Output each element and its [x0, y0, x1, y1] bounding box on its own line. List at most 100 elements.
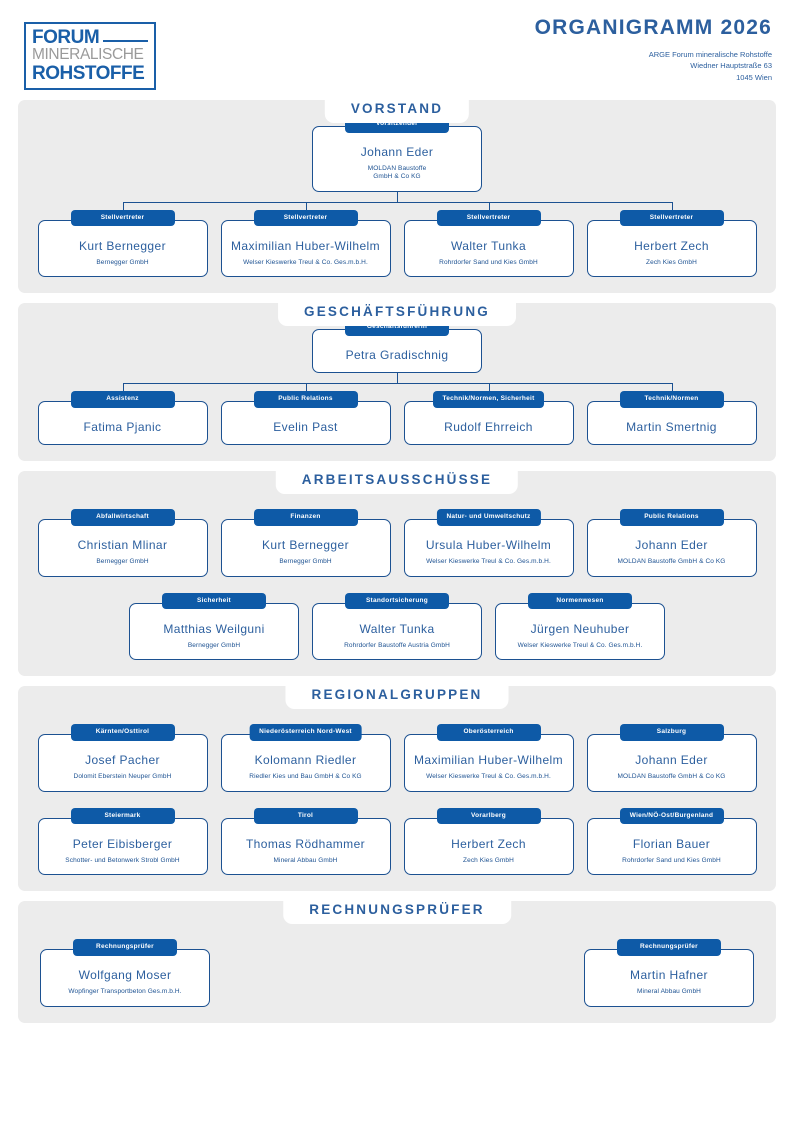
card-role-badge: Standortsicherung	[345, 592, 449, 610]
card-person-name: Matthias Weilguni	[163, 621, 265, 636]
card-person-name: Herbert Zech	[451, 836, 526, 851]
card-person-name: Florian Bauer	[632, 836, 711, 851]
card-role-badge: Stellvertreter	[436, 209, 541, 227]
forum-logo: FORUM MINERALISCHE ROHSTOFFE	[24, 22, 156, 91]
section-title: VORSTAND	[324, 99, 470, 123]
card-role-badge: Wien/NÖ-Ost/Burgenland	[619, 807, 724, 825]
card-company: Wopfinger Transportbeton Ges.m.b.H.	[68, 988, 182, 996]
card-person-name: Kurt Bernegger	[262, 538, 349, 553]
logo-word-rohstoffe: ROHSTOFFE	[32, 62, 145, 84]
card-person-name: Josef Pacher	[85, 753, 160, 768]
card-role-badge: Niederösterreich Nord-West	[249, 724, 362, 741]
logo-line-forum: FORUM	[32, 28, 148, 47]
card-company: Schotter- und Betonwerk Strobl GmbH	[65, 856, 180, 864]
card-role-badge: Oberösterreich	[436, 724, 541, 741]
card-person-name: Ursula Huber-Wilhelm	[425, 538, 552, 553]
address-line-2: Wiedner Hauptstraße 63	[690, 61, 772, 71]
card-person-name: Kolomann Riedler	[254, 753, 357, 768]
card-company: Dolomit Eberstein Neuper GmbH	[73, 773, 172, 781]
card-company: Welser Kieswerke Treul & Co. Ges.m.b.H.	[243, 258, 368, 266]
card-person-name: Petra Gradischnig	[345, 348, 449, 363]
address-line-1: ARGE Forum mineralische Rohstoffe	[648, 50, 772, 59]
card-person-name: Herbert Zech	[634, 238, 709, 253]
card-person-name: Christian Mlinar	[77, 538, 168, 553]
card-role-badge: Rechnungsprüfer	[617, 939, 721, 956]
logo-word-mineralische: MINERALISCHE	[32, 46, 144, 64]
logo-rule	[103, 39, 148, 42]
section-title: GESCHÄFTSFÜHRUNG	[278, 302, 516, 327]
card-role-badge: Assistenz	[70, 391, 175, 408]
card-role-badge: Rechnungsprüfer	[73, 939, 177, 956]
card-role-badge: Sicherheit	[162, 592, 266, 610]
title-block: ORGANIGRAMM 2026 ARGE Forum mineralische…	[535, 16, 772, 83]
card-role-badge: Technik/Normen	[619, 391, 724, 408]
card-company: Rohrdorfer Sand und Kies GmbH	[622, 856, 721, 864]
section-title: REGIONALGRUPPEN	[285, 685, 509, 710]
card-person-name: Maximilian Huber-Wilhelm	[231, 238, 380, 253]
card-role-badge: Finanzen	[253, 509, 358, 526]
logo-word-forum: FORUM	[32, 27, 100, 48]
card-role-badge: Salzburg	[619, 724, 724, 741]
card-person-name: Wolfgang Moser	[78, 968, 172, 983]
card-role-badge: Stellvertreter	[70, 209, 175, 227]
card-company: Welser Kieswerke Treul & Co. Ges.m.b.H.	[517, 641, 643, 649]
connector-stem	[397, 373, 398, 384]
card-person-name: Martin Smertnig	[626, 420, 717, 435]
card-person-name: Kurt Bernegger	[79, 238, 166, 253]
card-company: MOLDAN Baustoffe GmbH & Co KG	[617, 558, 726, 566]
card-person-name: Martin Hafner	[630, 968, 708, 983]
card-role-badge: Vorarlberg	[436, 807, 541, 825]
address-line-3: 1045 Wien	[736, 72, 772, 82]
page-title: ORGANIGRAMM 2026	[534, 16, 772, 39]
card-person-name: Johann Eder	[360, 145, 434, 159]
card-company: Riedler Kies und Bau GmbH & Co KG	[249, 773, 362, 781]
card-company: Mineral Abbau GmbH	[273, 856, 338, 864]
card-role-badge: Steiermark	[70, 807, 175, 825]
card-company: Mineral Abbau GmbH	[637, 988, 701, 996]
card-role-badge: Technik/Normen, Sicherheit	[432, 391, 545, 408]
card-company: Rohrdorfer Sand und Kies GmbH	[439, 258, 538, 266]
card-person-name: Johann Eder	[635, 538, 708, 553]
page-header: FORUM MINERALISCHE ROHSTOFFE ORGANIGRAMM…	[0, 0, 794, 100]
card-company: Bernegger GmbH	[96, 258, 149, 266]
connector-bus	[122, 383, 672, 385]
card-role-badge: Natur- und Umweltschutz	[436, 509, 541, 526]
card-person-name: Johann Eder	[635, 753, 708, 768]
card-company: Welser Kieswerke Treul & Co. Ges.m.b.H.	[426, 773, 551, 781]
